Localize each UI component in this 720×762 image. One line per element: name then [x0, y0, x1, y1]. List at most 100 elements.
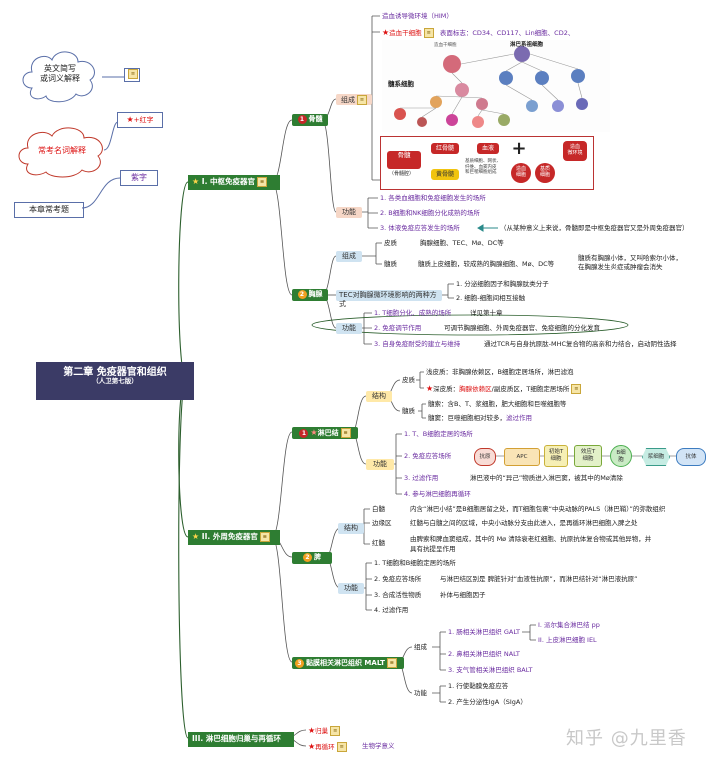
bm-composition-label: 组成≡ [336, 94, 372, 105]
ln-function-4: 4. 参与淋巴细胞再循环 [404, 490, 471, 498]
legend-chapter-point: 本章常考题 [14, 202, 84, 218]
malt-function-1: 1. 行使黏膜免疫应答 [448, 682, 509, 690]
thymus-function-2-note: 可调节胸腺细胞、外周免疫器官、免疫细胞的分化发育 [444, 324, 600, 332]
malt-function-label: 功能 [414, 689, 427, 697]
note-icon: ≡ [257, 177, 268, 187]
legend-cloud-abbr [22, 51, 95, 103]
ln-medulla-cord: 髓索：含B、T、浆细胞，肥大细胞和巨噬细胞等 [428, 400, 567, 408]
tec-title: TEC对胸腺微环境影响的两种方式 [336, 290, 442, 308]
him-text: 造血诱导微环境（HIM） [382, 12, 453, 20]
bm-function-3: 3. 体液免疫应答发生的场所 [380, 224, 460, 232]
malt-part-3: 3. 支气管相关淋巴组织 BALT [448, 666, 533, 674]
legend-connector [102, 76, 124, 78]
ln-function-label: 功能 [366, 459, 394, 470]
malt-function-2: 2. 产生分泌性IgA（SIgA） [448, 698, 527, 706]
recirculation-note: 生物学意义 [362, 742, 395, 750]
star-icon: ★ [382, 28, 390, 37]
thymus-function-2: 2. 免疫调节作用 [374, 324, 422, 332]
star-icon: ★ [192, 177, 200, 186]
spleen-marginal-label: 边缘区 [372, 519, 392, 527]
spleen-function-3-note: 补体与细胞因子 [440, 591, 486, 599]
recirculation-item: ★再循环≡ [308, 742, 347, 752]
homing-item: ★归巢≡ [308, 726, 341, 736]
plus-icon: + [511, 138, 527, 159]
diagram-bone-marrow: 骨髓 [387, 151, 421, 169]
diagram-yellow-marrow: 黄骨髓 [431, 169, 459, 180]
legend-cloud-terms [18, 127, 103, 178]
myeloid-caption: 髓系细胞 [388, 80, 414, 88]
ln-medulla-sinus: 髓窦：巨噬细胞相对较多，滤过作用 [428, 414, 532, 422]
thymus-medulla-cells: 髓质上皮细胞，较成熟的胸腺细胞、Mø、DC等 [418, 260, 555, 268]
lymph-node-node[interactable]: 1★淋巴结≡ [292, 427, 358, 439]
diagram-stromal: 基质 细胞 [535, 163, 555, 183]
hsc-caption: 造血干细胞 [434, 43, 457, 48]
flow-effector-t: 效应T 细胞 [574, 445, 602, 467]
spleen-function-2: 2. 免疫应答场所 [374, 575, 422, 583]
diagram-red-marrow: 红骨髓 [431, 143, 459, 154]
ln-function-1: 1. T、B细胞定居的场所 [404, 430, 473, 438]
ln-cortex-label: 皮质 [402, 376, 415, 384]
ln-deep-cortex: ★深皮质：胸腺依赖区/副皮质区，T细胞定居场所≡ [426, 384, 582, 394]
thymus-function-1-note: 详见第十章 [470, 309, 503, 317]
spleen-red-pulp-label: 红髓 [372, 539, 385, 547]
watermark: 知乎 @九里香 [566, 728, 687, 749]
tec-way-1: 1. 分泌细胞因子和胸腺肽类分子 [456, 280, 549, 288]
ln-structure-label: 结构 [366, 391, 392, 402]
bm-function-3-note: （从某种意义上来说，骨髓即是中枢免疫器官又是外周免疫器官） [500, 224, 689, 232]
diagram-hsc: 造血 细胞 [511, 163, 531, 183]
cell-lineage-illustration [394, 46, 588, 128]
diagram-blood: 血液 [477, 143, 499, 154]
ln-medulla-label: 髓质 [402, 407, 415, 415]
ln-function-2: 2. 免疫应答场所 [404, 452, 452, 460]
hsc-row: ★造血干细胞≡ 表面标志：CD34、CD117、Lin细胞、CD2、 [382, 28, 575, 38]
thymus-function-3-note: 通过TCR与自身抗原肽-MHC复合物的高亲和力结合，启动阴性选择 [484, 340, 677, 348]
flow-b-cell: B细 胞 [610, 445, 632, 467]
flow-apc: APC [504, 448, 540, 466]
legend-note-box: ≡ [124, 68, 140, 82]
ln-function-3: 3. 过滤作用 [404, 474, 439, 482]
spleen-marginal-desc: 红髓与白髓之间的区域，中央小动脉分支由此进入，是再循环淋巴细胞入脾之处 [410, 519, 638, 527]
recirculation-node[interactable]: III. 淋巴细胞归巢与再循环 [188, 732, 294, 747]
flow-naive-t: 初始T 细胞 [544, 445, 568, 467]
star-icon: ★ [126, 115, 134, 124]
legend-purple-box: 紫字 [120, 170, 158, 186]
spleen-white-pulp-desc: 内含“淋巴小结”是B细胞居留之处，而T细胞包裹“中央动脉的PALS（淋巴鞘）”的… [410, 505, 666, 513]
lymphoid-caption: 淋巴系祖细胞 [510, 42, 544, 48]
malt-composition-label: 组成 [414, 643, 427, 651]
hematopoiesis-diagram: 造血干细胞 淋巴系祖细胞 髓系细胞 [382, 40, 610, 132]
bm-function-2: 2. B细胞和NK细胞分化成熟的场所 [380, 209, 480, 217]
diagram-environment: 造血 微环境 [563, 141, 587, 161]
diagram-bone-marrow-sub: （骨髓腔） [389, 171, 415, 177]
spleen-function-2-note: 与淋巴结区别是 脾脏针对“血液性抗原”，而淋巴结针对“淋巴液抗原” [440, 575, 638, 583]
legend-terms-text: 常考名词解释 [38, 146, 86, 155]
thymus-cortex-cells: 胸腺细胞、TEC、Mø、DC等 [420, 239, 504, 247]
bm-function-1: 1. 各类血细胞和免疫细胞发生的场所 [380, 194, 486, 202]
thymus-function-label: 功能 [336, 323, 362, 334]
diagram-desc: 基质细胞、网状、 纤维、血窦内皮 和巨噬细胞组成 [465, 159, 501, 175]
note-icon: ≡ [128, 69, 138, 79]
flow-plasma: 浆细胞 [642, 448, 670, 466]
peripheral-organs-node[interactable]: ★ II. 外周免疫器官≡ [188, 530, 280, 545]
legend-connector [104, 121, 118, 151]
legend-red-star-box: ★+红字 [117, 112, 163, 128]
spleen-structure-label: 结构 [338, 523, 364, 534]
thymus-function-1: 1. T细胞分化、成熟的场所 [374, 309, 452, 317]
central-organs-node[interactable]: ★ I. 中枢免疫器官≡ [188, 175, 280, 190]
spleen-red-pulp-desc: 由脾索和脾血窦组成，其中的 Mø 清除衰老红细胞、抗原抗体复合物或其他异物，并 … [410, 535, 652, 553]
spleen-function-label: 功能 [338, 583, 364, 594]
tec-way-2: 2. 细胞-细胞间相互接触 [456, 294, 526, 302]
thymus-composition-label: 组成 [336, 251, 362, 262]
root-node[interactable]: 第二章 免疫器官和组织 （人卫第七版） [36, 362, 194, 400]
legend-abbr-text: 英文简写 或词义解释 [40, 64, 80, 83]
flow-antigen: 抗原 [474, 448, 496, 466]
flow-antibody: 抗体 [676, 448, 706, 466]
spleen-function-3: 3. 合成活性物质 [374, 591, 422, 599]
galt-sub-2: II. 上皮淋巴细胞 IEL [538, 636, 597, 644]
ln-function-3-note: 淋巴液中的“异己”物质进入淋巴窦，被其中的Mø清除 [470, 474, 623, 482]
star-icon: ★ [192, 532, 200, 541]
legend-connector [82, 177, 120, 209]
